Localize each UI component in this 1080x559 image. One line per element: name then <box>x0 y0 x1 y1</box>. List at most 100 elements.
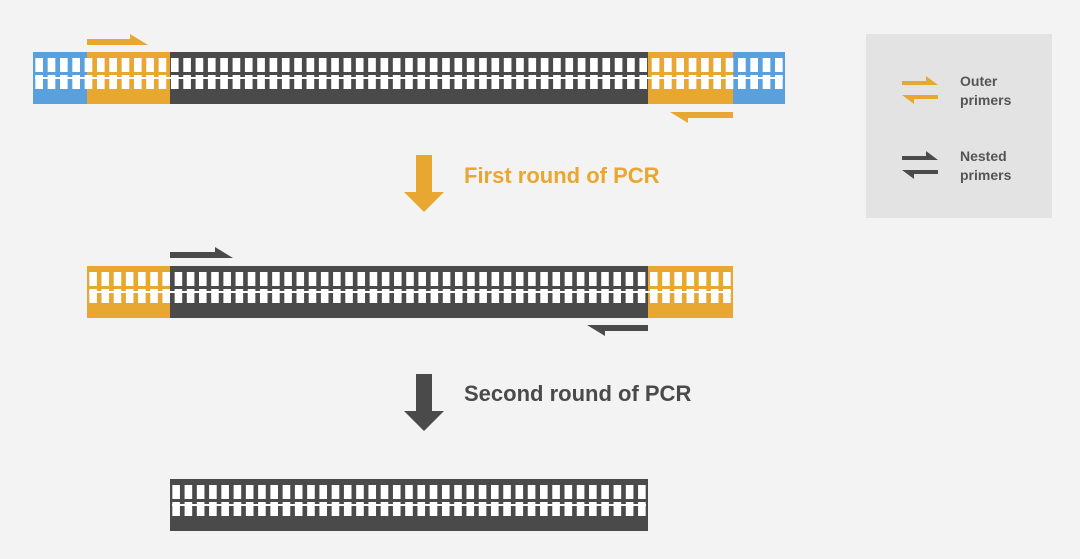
base-pair <box>405 485 413 499</box>
base-pair <box>184 502 193 516</box>
base-pair <box>723 289 731 303</box>
base-pair <box>650 289 658 303</box>
base-pair <box>245 485 254 499</box>
base-pair <box>725 75 734 89</box>
base-pair <box>296 272 305 286</box>
base-pair <box>356 485 364 499</box>
base-pair <box>294 485 303 499</box>
base-pair <box>357 272 366 286</box>
base-pair <box>602 75 611 89</box>
base-pair <box>479 75 487 89</box>
base-pair <box>84 75 93 89</box>
base-pair <box>454 485 462 499</box>
base-pair <box>247 272 256 286</box>
base-pair <box>211 272 219 286</box>
base-pair <box>552 502 560 516</box>
base-pair <box>701 75 709 89</box>
base-pair <box>294 502 303 516</box>
base-pair <box>121 58 130 72</box>
base-pair <box>343 502 352 516</box>
base-pair <box>307 502 315 516</box>
base-pair <box>174 289 183 303</box>
base-pair <box>221 502 229 516</box>
dna-strand-final-product <box>170 479 648 531</box>
base-pair <box>207 58 216 72</box>
base-pair <box>710 289 719 303</box>
base-pair <box>552 485 560 499</box>
base-pair <box>232 75 241 89</box>
base-pair <box>662 272 670 286</box>
base-pair <box>637 289 646 303</box>
base-pair <box>762 58 771 72</box>
base-pair <box>576 289 585 303</box>
base-pair <box>491 58 500 72</box>
arrow-left-icon <box>902 95 938 104</box>
base-pair <box>60 75 68 89</box>
base-pair <box>162 289 171 303</box>
base-pair <box>257 75 265 89</box>
base-pair <box>576 485 585 499</box>
base-pair <box>96 58 105 72</box>
base-pair <box>429 58 438 72</box>
base-pair <box>113 272 122 286</box>
second-round-label: Second round of PCR <box>464 381 692 406</box>
forward-primer-icon <box>170 247 233 258</box>
base-pair <box>601 289 609 303</box>
base-pair <box>174 272 183 286</box>
base-pair <box>307 485 315 499</box>
base-pair <box>211 289 219 303</box>
base-pair <box>319 502 328 516</box>
base-pair <box>564 485 573 499</box>
forward-primer-icon <box>87 34 148 45</box>
base-pair <box>713 58 722 72</box>
base-pair <box>639 58 648 72</box>
base-pair <box>394 289 402 303</box>
base-pair <box>738 58 746 72</box>
base-pair <box>146 58 154 72</box>
base-pair <box>589 502 597 516</box>
base-pair <box>294 75 302 89</box>
base-pair <box>454 502 462 516</box>
base-pair <box>589 272 597 286</box>
base-pair <box>601 485 609 499</box>
base-pair <box>662 289 670 303</box>
base-pair <box>333 272 341 286</box>
base-pair <box>540 272 548 286</box>
arrow-right-icon <box>902 76 938 85</box>
base-pair <box>664 58 672 72</box>
base-pair <box>639 75 648 89</box>
base-pair <box>121 75 130 89</box>
base-pair <box>454 58 463 72</box>
base-pair <box>441 485 450 499</box>
base-pair <box>625 289 634 303</box>
down-arrow-second-round-icon <box>404 374 444 431</box>
base-pair <box>478 485 487 499</box>
base-pair <box>183 58 191 72</box>
base-pair <box>60 58 68 72</box>
primer-arrows <box>87 34 733 336</box>
base-pair <box>282 502 291 516</box>
base-pair <box>221 485 229 499</box>
base-pair <box>590 58 598 72</box>
base-pair <box>381 289 390 303</box>
base-pair <box>284 289 292 303</box>
base-pair <box>503 75 512 89</box>
base-pair <box>331 58 339 72</box>
base-pair <box>614 58 623 72</box>
reverse-primer-icon <box>587 325 648 336</box>
outer-primers-icon <box>902 76 938 104</box>
base-pair <box>467 289 475 303</box>
base-pair <box>47 75 56 89</box>
base-pair <box>442 58 450 72</box>
base-pair <box>686 272 695 286</box>
base-pair <box>172 502 180 516</box>
base-pair <box>392 75 401 89</box>
base-pair <box>355 75 364 89</box>
base-pair <box>725 58 734 72</box>
base-pair <box>172 485 180 499</box>
base-pair <box>723 272 731 286</box>
dna-strand-original <box>33 52 785 104</box>
base-pair <box>233 502 242 516</box>
base-pair <box>405 502 413 516</box>
base-pair <box>602 58 611 72</box>
